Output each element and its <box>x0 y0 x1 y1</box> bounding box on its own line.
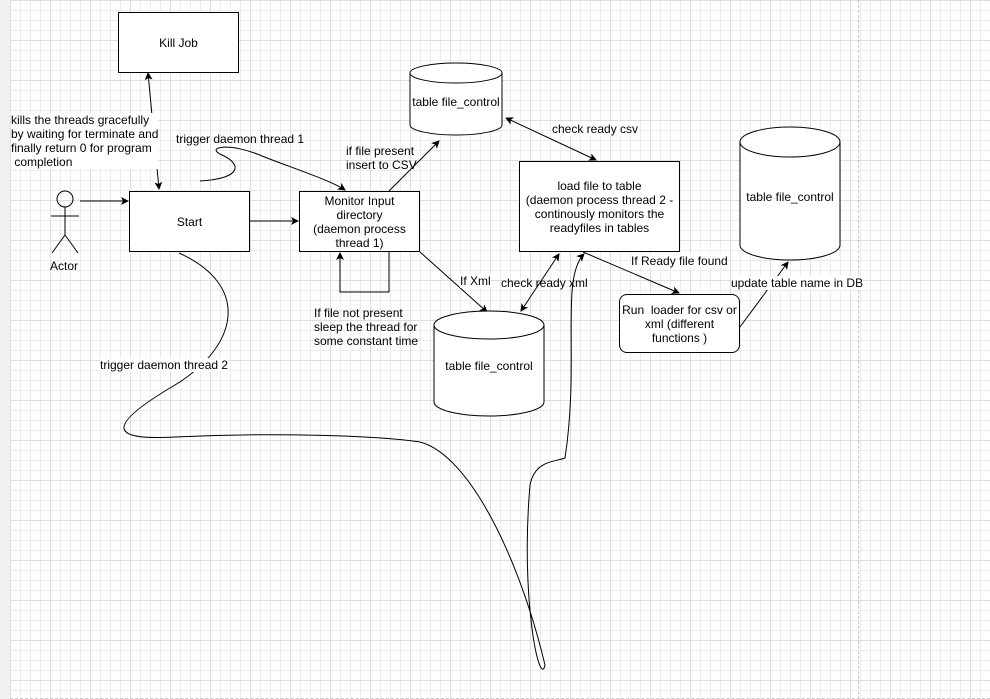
monitor-input-box[interactable]: Monitor Input directory (daemon process … <box>299 191 420 252</box>
edge-dbtop-loadfile[interactable] <box>505 117 597 161</box>
if-xml-label: If Xml <box>460 274 491 288</box>
edge-trigger-thread1[interactable] <box>199 146 346 191</box>
kills-threads-label: kills the threads gracefully by waiting … <box>11 113 159 169</box>
kill-job-label: Kill Job <box>159 35 198 50</box>
kill-job-box[interactable]: Kill Job <box>118 12 239 73</box>
canvas-left-margin <box>0 0 11 699</box>
ready-file-found-label: If Ready file found <box>631 254 728 268</box>
edge-loadfile-runloader[interactable] <box>582 251 680 294</box>
actor-figure[interactable] <box>51 190 79 254</box>
trigger-thread2-label: trigger daemon thread 2 <box>100 358 229 372</box>
page-break-vertical <box>858 0 859 699</box>
db-top-label: table file_control <box>412 95 500 109</box>
file-not-present-label: If file not present sleep the thread for… <box>314 306 419 348</box>
load-file-box[interactable]: load file to table (daemon process threa… <box>519 161 680 252</box>
edge-loadfile-dbbottom[interactable] <box>520 253 560 312</box>
edge-runloader-dbright[interactable] <box>739 261 789 328</box>
update-table-label: update table name in DB <box>731 276 864 290</box>
edge-monitor-dbbottom[interactable] <box>419 251 488 313</box>
monitor-input-label: Monitor Input directory (daemon process … <box>313 193 406 250</box>
check-ready-xml-label: check ready xml <box>501 276 588 290</box>
edge-monitor-dbtop[interactable] <box>388 140 440 192</box>
edge-trigger-thread2[interactable] <box>123 252 585 670</box>
file-present-label: if file present insert to CSV <box>346 144 417 172</box>
load-file-label: load file to table (daemon process threa… <box>525 178 674 235</box>
start-label: Start <box>176 214 203 229</box>
db-bottom-label: table file_control <box>445 359 533 373</box>
run-loader-label: Run loader for csv or xml (different fun… <box>622 302 737 345</box>
trigger-thread1-label: trigger daemon thread 1 <box>176 132 305 146</box>
edge-monitor-sleep-loop[interactable] <box>336 252 390 293</box>
db-right-label: table file_control <box>746 190 834 204</box>
check-ready-csv-label: check ready csv <box>552 122 639 136</box>
db-right-cylinder[interactable] <box>739 126 841 261</box>
run-loader-box[interactable]: Run loader for csv or xml (different fun… <box>619 294 740 353</box>
start-box[interactable]: Start <box>129 191 250 252</box>
db-bottom-cylinder[interactable] <box>433 310 545 417</box>
db-top-cylinder[interactable] <box>409 62 503 136</box>
actor-label: Actor <box>50 259 79 273</box>
